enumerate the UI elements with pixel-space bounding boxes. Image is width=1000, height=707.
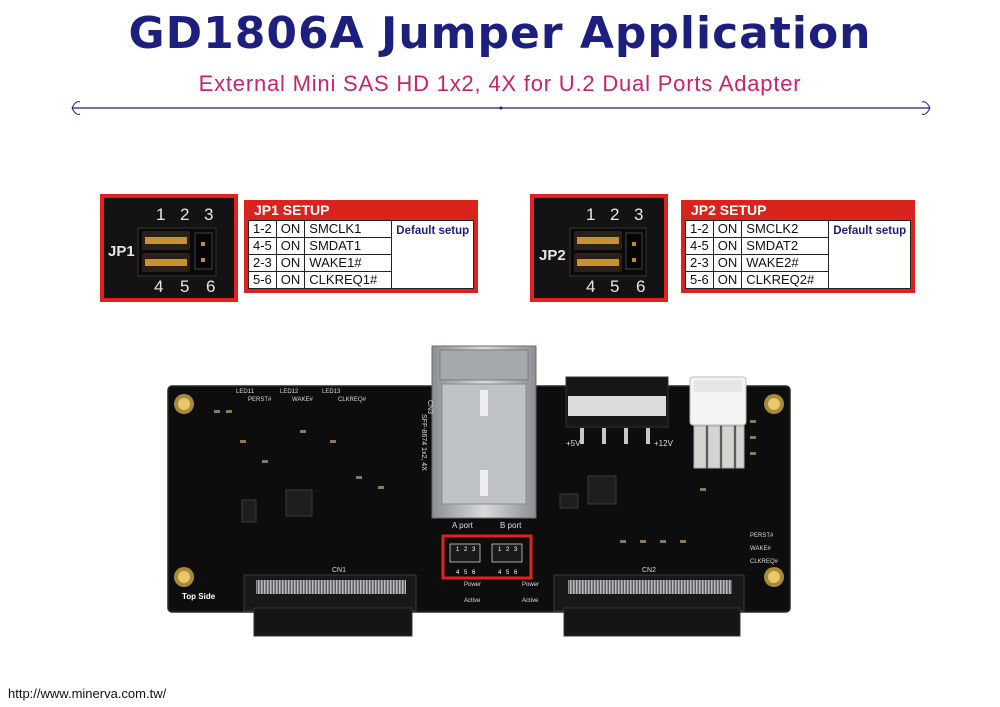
svg-text:5: 5 [464, 570, 468, 576]
cn1-label: CN1 [332, 567, 346, 574]
jp1-pin-5: 5 [180, 277, 189, 296]
page-title: GD1806A Jumper Application [128, 8, 872, 59]
active-label-2: Active [522, 598, 539, 604]
jp2-pin-1: 1 [586, 205, 595, 224]
table-cell: 5-6 [248, 271, 277, 289]
jp1-setup-title: JP1 SETUP [254, 202, 330, 218]
svg-text:4: 4 [498, 570, 502, 576]
table-cell: ON [275, 220, 306, 238]
clkreq-left-label: CLKREQ# [338, 397, 367, 403]
table-cell: ON [712, 220, 743, 238]
table-cell: WAKE2# [741, 254, 830, 272]
jp2-photo-label: JP2 [539, 247, 566, 264]
table-cell: ON [275, 271, 306, 289]
led11-label: LED11 [236, 389, 255, 395]
jp2-setup-table: JP2 SETUP 1-2 ON SMCLK2 Default setup 4-… [681, 200, 916, 293]
default-setup-label: Default setup [391, 220, 475, 289]
top-side-label: Top Side [182, 592, 216, 601]
cn3-label: CN3 [426, 400, 433, 414]
table-row: 2-3 ON WAKE2# [685, 254, 911, 272]
table-row: 1-2 ON SMCLK2 Default setup [685, 220, 912, 289]
table-cell: CLKREQ1# [304, 271, 393, 289]
svg-text:1: 1 [456, 547, 460, 553]
b-port-label: B port [500, 521, 522, 530]
jp2-photo: JP2 1 2 3 4 5 6 [530, 194, 668, 302]
jp1-pin-6: 6 [206, 277, 215, 296]
clkreq-right-label: CLKREQ# [750, 559, 779, 565]
header-divider [71, 101, 931, 115]
table-cell: 2-3 [248, 254, 277, 272]
table-row: 1-2 ON SMCLK1 Default setup [248, 220, 475, 289]
power-label-1: Power [464, 582, 481, 588]
cn3-part-label: SFF-8674 1x2, 4X [420, 414, 427, 471]
table-cell: ON [275, 254, 306, 272]
jp1-pin-2: 2 [180, 205, 189, 224]
table-cell: SMDAT1 [304, 237, 393, 255]
led12-label: LED12 [280, 389, 299, 395]
svg-text:2: 2 [506, 547, 510, 553]
power-label-2: Power [522, 582, 539, 588]
wake-right-label: WAKE# [750, 546, 771, 552]
jp2-pin-4: 4 [586, 277, 595, 296]
perst-left-label: PERST# [248, 397, 272, 403]
table-cell: ON [275, 237, 306, 255]
perst-right-label: PERST# [750, 533, 774, 539]
table-cell: 5-6 [685, 271, 714, 289]
svg-text:6: 6 [514, 570, 518, 576]
table-cell: SMCLK1 [304, 220, 393, 238]
plus12v-label: +12V [654, 439, 674, 448]
footer-url: http://www.minerva.com.tw/ [8, 686, 167, 701]
table-cell: ON [712, 271, 743, 289]
page-subtitle: External Mini SAS HD 1x2, 4X for U.2 Dua… [198, 71, 802, 96]
svg-text:2: 2 [464, 547, 468, 553]
jp1-pin-3: 3 [204, 205, 213, 224]
table-cell: 2-3 [685, 254, 714, 272]
cn2-label: CN2 [642, 567, 656, 574]
table-cell: ON [712, 237, 743, 255]
default-setup-label: Default setup [828, 220, 912, 289]
jp2-pin-3: 3 [634, 205, 643, 224]
table-cell: WAKE1# [304, 254, 393, 272]
table-row: 5-6 ON CLKREQ2# [685, 271, 911, 289]
jp2-pin-5: 5 [610, 277, 619, 296]
table-cell: 4-5 [685, 237, 714, 255]
table-cell: SMDAT2 [741, 237, 830, 255]
svg-text:3: 3 [472, 547, 476, 553]
table-cell: 1-2 [248, 220, 277, 238]
jp1-pin-1: 1 [156, 205, 165, 224]
led13-label: LED13 [322, 389, 341, 395]
table-cell: SMCLK2 [741, 220, 830, 238]
mounting-hole-icon [174, 394, 784, 587]
a-port-label: A port [452, 521, 474, 530]
plus5v-label: +5V [566, 439, 581, 448]
wake-left-label: WAKE# [292, 397, 313, 403]
svg-text:4: 4 [456, 570, 460, 576]
table-cell: ON [712, 254, 743, 272]
table-row: 2-3 ON WAKE1# [248, 254, 474, 272]
pcb-board: CN3 SFF-8674 1x2, 4X A port B port +5V +… [167, 345, 791, 637]
jp2-pin-6: 6 [636, 277, 645, 296]
table-cell: 4-5 [248, 237, 277, 255]
jp2-pin-2: 2 [610, 205, 619, 224]
table-cell: 1-2 [685, 220, 714, 238]
jp1-pin-4: 4 [154, 277, 163, 296]
svg-text:6: 6 [472, 570, 476, 576]
jp1-photo-label: JP1 [108, 243, 135, 260]
jp1-setup-table: JP1 SETUP 1-2 ON SMCLK1 Default setup 4-… [244, 200, 479, 293]
jp1-photo: JP1 1 2 3 4 5 6 [100, 194, 238, 302]
table-row: 5-6 ON CLKREQ1# [248, 271, 474, 289]
active-label-1: Active [464, 598, 481, 604]
svg-text:3: 3 [514, 547, 518, 553]
svg-text:5: 5 [506, 570, 510, 576]
jp2-setup-title: JP2 SETUP [691, 202, 767, 218]
table-cell: CLKREQ2# [741, 271, 830, 289]
svg-text:1: 1 [498, 547, 502, 553]
